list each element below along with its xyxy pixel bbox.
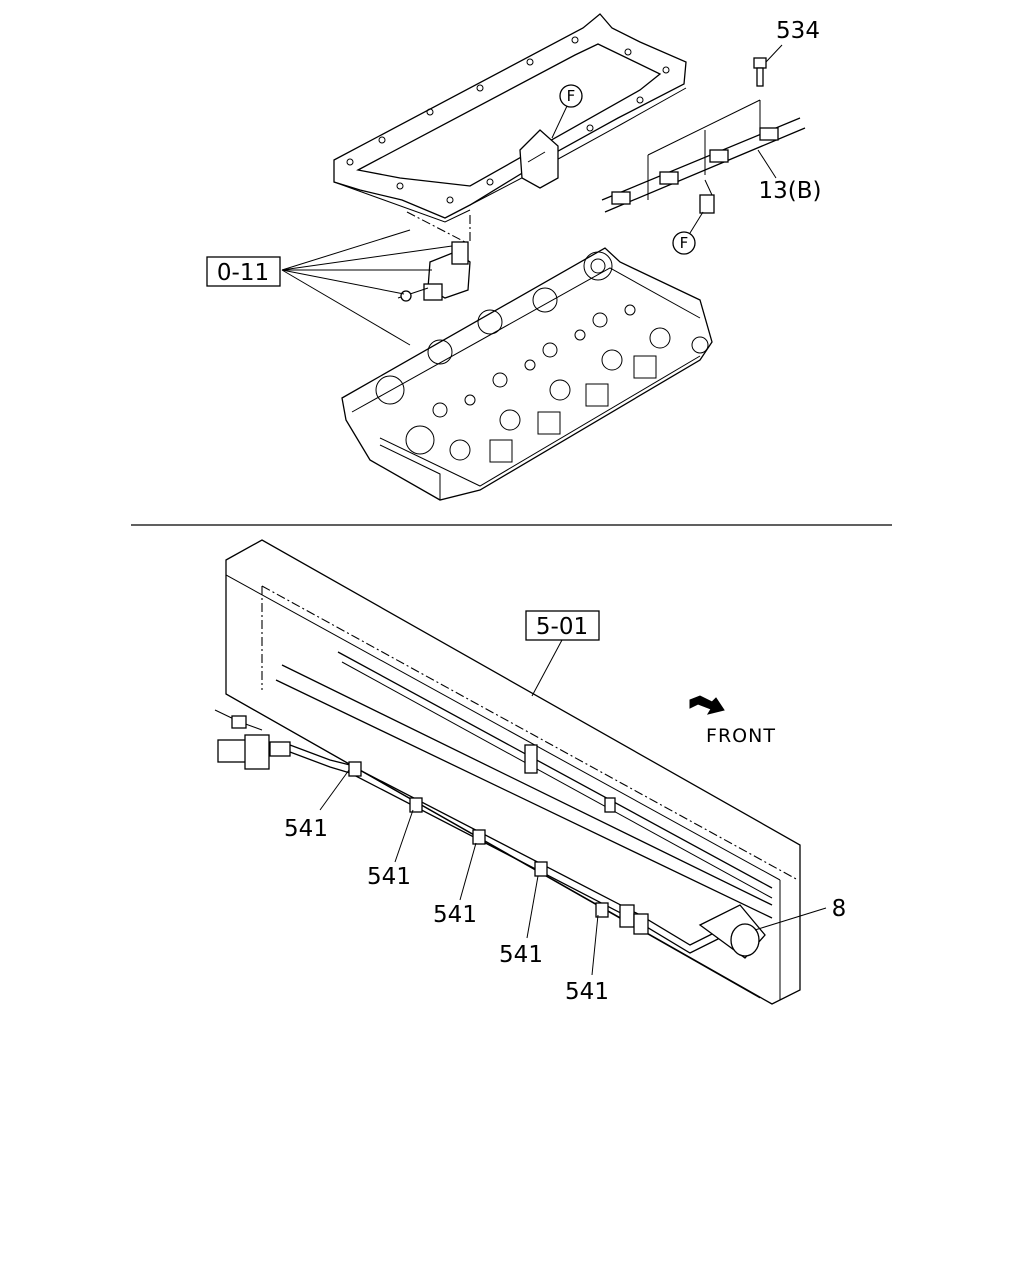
projection-line [406, 211, 466, 243]
callout-541-2: 541 [367, 809, 414, 890]
connector-marker-f-lower: F [672, 211, 704, 255]
callout-541: 541 [433, 902, 477, 928]
callout-13b: 13(B) [759, 178, 822, 204]
upper-diagram: 0-11 [206, 13, 822, 501]
clip [409, 797, 423, 813]
ref-box-0-11: 0-11 [206, 256, 281, 287]
callout-8-label: 8 [832, 896, 847, 922]
callout-541: 541 [499, 942, 543, 968]
clip [534, 861, 548, 877]
front-direction-indicator: FRONT [689, 695, 776, 747]
ref-box-5-01: 5-01 [525, 610, 600, 697]
callout-541-5: 541 [565, 914, 609, 1005]
lower-diagram: 5-01 FRONT 541 541 541 541 541 [214, 539, 847, 1005]
frame-rail [225, 539, 801, 1005]
injector-harness-13b: 13(B) [601, 99, 822, 214]
callout-541-3: 541 [433, 842, 477, 928]
ref-label-0-11: 0-11 [217, 260, 269, 286]
head-cover-gasket [333, 13, 687, 223]
marker-f-label: F [567, 87, 576, 105]
bolt-534: 534 [753, 18, 820, 87]
sensor-part [397, 241, 471, 302]
callout-541-4: 541 [499, 875, 543, 968]
callout-541-1: 541 [284, 769, 350, 842]
connector-marker-f-upper: F [551, 84, 583, 139]
callout-541: 541 [284, 816, 328, 842]
clip [348, 761, 362, 777]
harness-clips [348, 761, 609, 918]
cylinder-head [341, 247, 713, 501]
harness-8 [214, 709, 766, 959]
clip [595, 902, 609, 918]
front-label: FRONT [706, 725, 776, 747]
marker-f-label: F [680, 234, 689, 252]
callout-8: 8 [754, 896, 847, 931]
ref-label-5-01: 5-01 [536, 614, 588, 640]
callout-541: 541 [565, 979, 609, 1005]
callout-541: 541 [367, 864, 411, 890]
callout-534: 534 [776, 18, 820, 44]
leader-lines-0-11 [281, 229, 453, 346]
clip [472, 829, 486, 845]
